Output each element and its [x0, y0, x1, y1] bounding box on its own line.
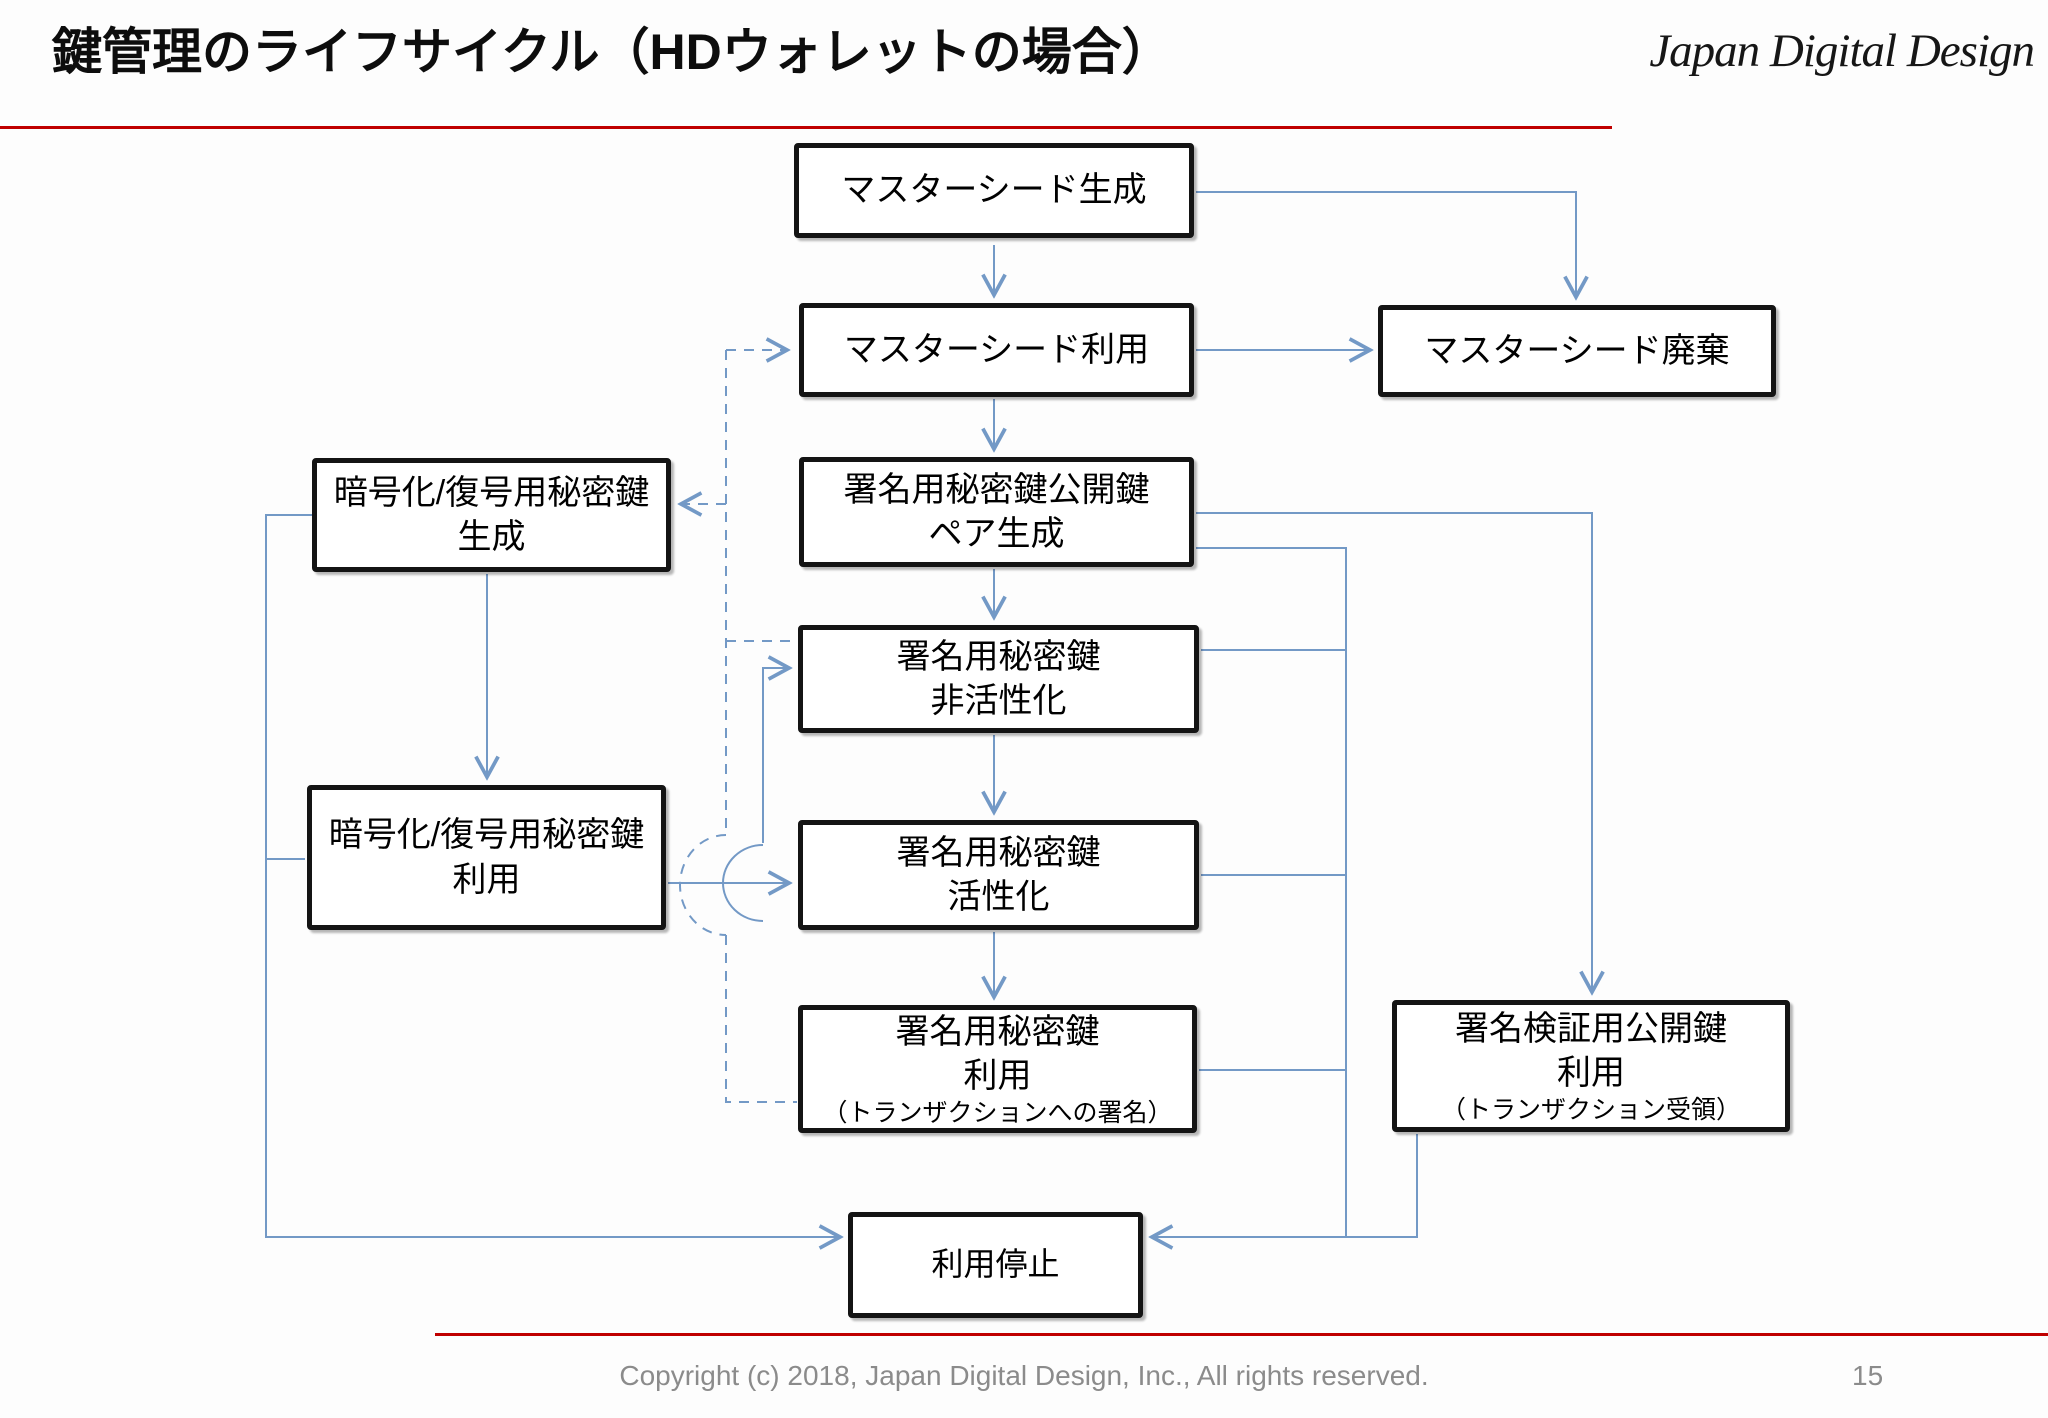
connector-keypairgen-to-verifyuse — [1196, 512, 1592, 992]
flow-box-signing-keypair-generation: 署名用秘密鍵公開鍵 ペア生成 — [799, 457, 1194, 567]
box-label: 暗号化/復号用秘密鍵 — [333, 473, 650, 512]
flow-box-enc-dec-key-use: 暗号化/復号用秘密鍵 利用 — [307, 785, 666, 930]
box-label: 署名用秘密鍵 — [896, 637, 1101, 676]
box-label: マスターシード廃棄 — [1424, 331, 1730, 370]
flow-box-master-seed-disposal: マスターシード廃棄 — [1378, 305, 1776, 397]
flow-box-master-seed-use: マスターシード利用 — [799, 303, 1194, 397]
flow-box-signing-key-activation: 署名用秘密鍵 活性化 — [798, 820, 1199, 930]
connector-encgen-to-stop — [265, 514, 840, 1237]
dashed-junction-arc — [679, 834, 727, 936]
box-label: 署名用秘密鍵公開鍵 — [843, 470, 1150, 509]
connector-keypairgen-to-stop-trunk — [1196, 547, 1347, 1236]
box-label: マスターシード生成 — [841, 171, 1147, 210]
box-label: 署名用秘密鍵 — [896, 833, 1101, 872]
box-label: マスターシード利用 — [843, 330, 1150, 369]
box-label: 利用 — [1557, 1054, 1625, 1092]
box-label: 活性化 — [947, 878, 1050, 916]
box-label: 暗号化/復号用秘密鍵 — [328, 816, 645, 855]
dashed-trunk-lower-to-signkeyuse — [725, 935, 797, 1103]
page-number: 15 — [1852, 1360, 1884, 1391]
box-label: ペア生成 — [928, 515, 1065, 553]
footer-copyright: Copyright (c) 2018, Japan Digital Design… — [619, 1360, 1429, 1391]
connector-junction-arc-solid — [722, 844, 764, 922]
company-logo: Japan Digital Design — [1649, 25, 2035, 77]
flow-box-enc-dec-key-generation: 暗号化/復号用秘密鍵 生成 — [312, 458, 671, 572]
box-label: 非活性化 — [930, 682, 1067, 720]
flow-box-use-stop: 利用停止 — [848, 1212, 1143, 1318]
box-note: （トランザクション受領） — [1440, 1096, 1741, 1125]
flow-box-verification-key-use: 署名検証用公開鍵 利用 （トランザクション受領） — [1392, 1000, 1790, 1132]
box-label: 生成 — [457, 518, 526, 556]
title-divider-line — [0, 126, 1612, 129]
connector-seedgen-to-disposal — [1196, 191, 1576, 297]
box-label: 署名用秘密鍵 — [895, 1012, 1100, 1051]
connector-verifyuse-to-stop — [1152, 1134, 1418, 1237]
box-note: （トランザクションへの署名） — [822, 1099, 1173, 1128]
page-title: 鍵管理のライフサイクル（HDウォレットの場合） — [52, 24, 1172, 80]
box-label: 利用 — [452, 860, 521, 899]
flow-box-master-seed-generation: マスターシード生成 — [794, 143, 1194, 238]
box-label: 利用 — [963, 1057, 1032, 1095]
flow-box-signing-key-deactivation: 署名用秘密鍵 非活性化 — [798, 625, 1199, 733]
flow-box-signing-key-use: 署名用秘密鍵 利用 （トランザクションへの署名） — [798, 1005, 1197, 1133]
box-label: 利用停止 — [931, 1246, 1060, 1283]
footer-divider-line — [435, 1333, 2048, 1336]
box-label: 署名検証用公開鍵 — [1455, 1009, 1727, 1048]
connector-encuse-to-deactivation — [762, 668, 789, 843]
